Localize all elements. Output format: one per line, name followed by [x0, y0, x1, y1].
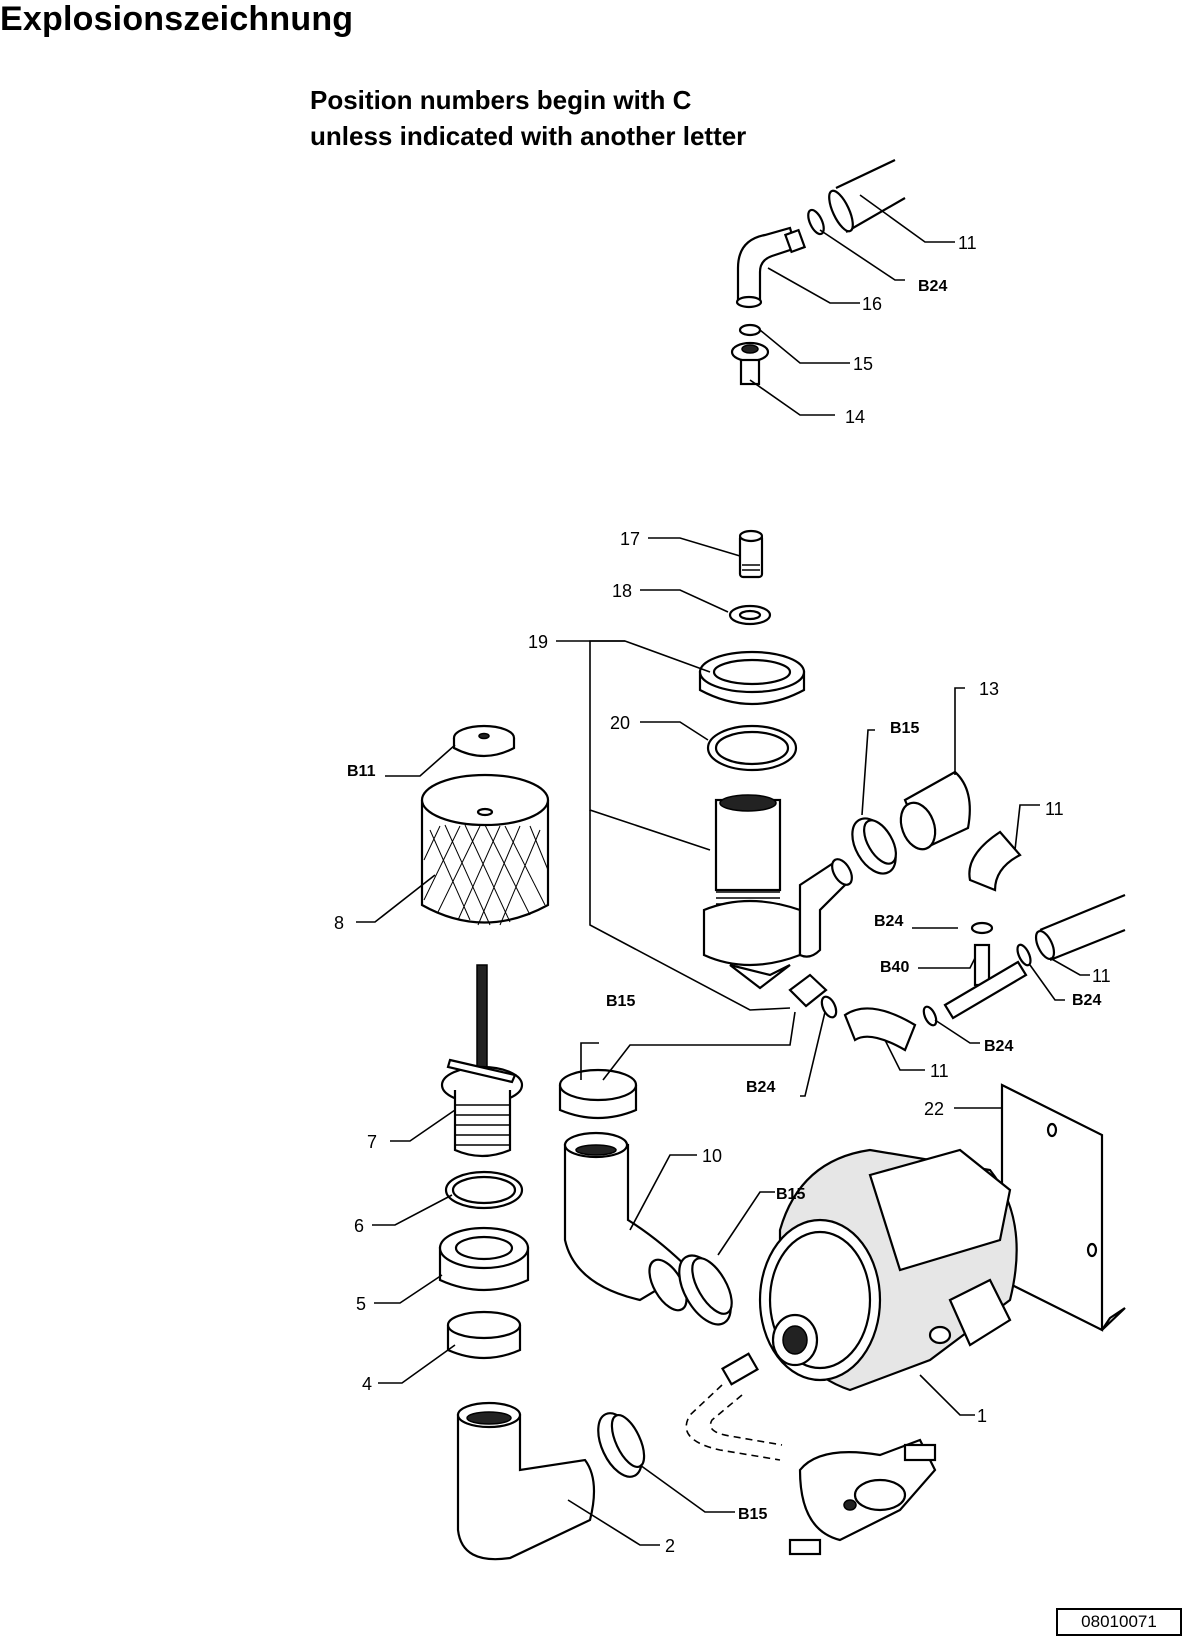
- sealing-ring-part: [444, 1170, 524, 1210]
- callout-b15-left: B15: [606, 993, 635, 1010]
- tee-part: [943, 921, 1028, 1020]
- callout-c10: 10: [702, 1146, 722, 1166]
- valve-assembly-part: [788, 1438, 937, 1556]
- callout-b24-top: B24: [918, 278, 947, 295]
- position-note-line-2: unless indicated with another letter: [310, 121, 747, 151]
- hose-10-part: [563, 1131, 692, 1312]
- callout-c5: 5: [356, 1294, 366, 1314]
- callout-b11: B11: [347, 763, 376, 780]
- clamp-top-part: [851, 817, 897, 875]
- callout-b24-right: B24: [1072, 992, 1101, 1009]
- callout-b24-branch: B24: [984, 1038, 1013, 1055]
- o-ring-part: [738, 323, 762, 337]
- gasket-part: [706, 724, 798, 772]
- bend-hose-part: [843, 1007, 917, 1052]
- strainer-basket-part: [420, 773, 550, 926]
- overflow-drain-part: [440, 964, 524, 1158]
- callout-b40: B40: [880, 959, 909, 976]
- callout-c11-hose: 11: [1045, 799, 1064, 819]
- callout-b24-low: B24: [746, 1079, 775, 1096]
- callout-c11-top: 11: [958, 233, 977, 253]
- callout-c22: 22: [924, 1099, 944, 1119]
- position-note-line-1: Position numbers begin with C: [310, 85, 692, 115]
- callout-c14: 14: [845, 407, 865, 427]
- fitting-part: [738, 529, 764, 579]
- callout-c4: 4: [362, 1374, 372, 1394]
- small-rings-part: [788, 973, 938, 1027]
- callout-b15-mid: B15: [776, 1186, 805, 1203]
- callout-b24-mid: B24: [874, 913, 903, 930]
- callout-c17: 17: [620, 529, 640, 549]
- callout-b15-bottom: B15: [738, 1506, 767, 1523]
- clamp-left-part: [446, 1310, 522, 1360]
- callout-c18: 18: [612, 581, 632, 601]
- position-note: Position numbers begin with C unless ind…: [310, 82, 746, 154]
- top-hose-part: [828, 159, 906, 233]
- elbow-part: [735, 226, 807, 309]
- callout-c20: 20: [610, 713, 630, 733]
- clamp-bottom-part: [597, 1412, 646, 1478]
- callout-c16: 16: [862, 294, 882, 314]
- coupling-part: [899, 770, 971, 851]
- washer-part: [728, 604, 772, 626]
- callout-b15-top: B15: [890, 720, 919, 737]
- bracket-part: [1000, 1083, 1126, 1332]
- callout-c8: 8: [334, 913, 344, 933]
- lock-nut-part: [438, 1226, 530, 1292]
- callout-labels: 11 B24 16 15 14 17 18 19 20 B11 13 B15 1…: [334, 233, 1111, 1556]
- callout-c11-pipe: 11: [1092, 966, 1111, 986]
- callout-c2: 2: [665, 1536, 675, 1556]
- callout-c11-bend: 11: [930, 1061, 949, 1081]
- pump-part: [721, 1148, 1018, 1392]
- clamp-center-part: [558, 1068, 638, 1120]
- pipe-right-part: [1016, 893, 1126, 967]
- connector-hose-part: [685, 1384, 783, 1461]
- nipple-part: [730, 341, 770, 386]
- callout-c15: 15: [853, 354, 873, 374]
- leader-lines: [356, 194, 1090, 1546]
- top-ring-part: [807, 208, 825, 236]
- page-title: Explosionszeichnung: [0, 0, 354, 38]
- document-number: 08010071: [1056, 1608, 1182, 1636]
- hose-upper-right-part: [968, 830, 1022, 892]
- callout-c6: 6: [354, 1216, 364, 1236]
- filter-housing-part: [702, 794, 853, 990]
- callout-c19: 19: [528, 632, 548, 652]
- nut-part: [698, 650, 806, 705]
- elbow-hose-part: [456, 1401, 596, 1561]
- callout-c1: 1: [977, 1406, 987, 1426]
- clamp-mid-part: [678, 1254, 733, 1326]
- cap-part: [452, 724, 516, 758]
- callout-c13: 13: [979, 679, 999, 699]
- callout-c7: 7: [367, 1132, 377, 1152]
